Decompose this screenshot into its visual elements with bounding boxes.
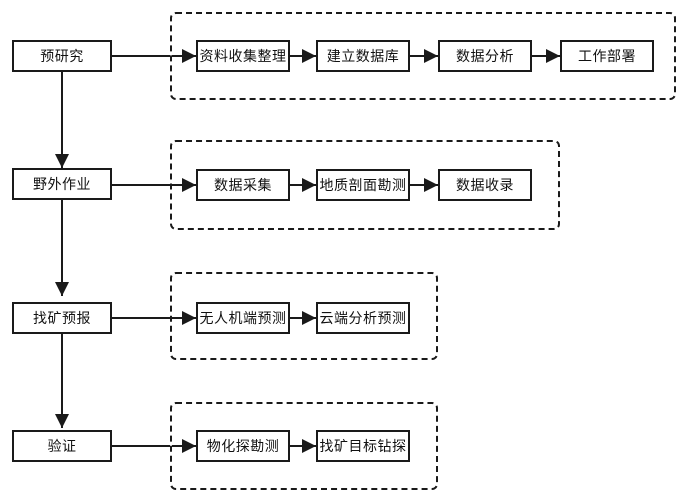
step-build-database: 建立数据库 xyxy=(316,40,410,72)
group-prestudy xyxy=(170,12,676,100)
step-cloud-prediction: 云端分析预测 xyxy=(316,302,410,334)
stage-box-forecast: 找矿预报 xyxy=(12,302,112,334)
step-data-collection: 资料收集整理 xyxy=(196,40,290,72)
group-forecast xyxy=(170,272,438,360)
step-geologic-profiling: 地质剖面勘测 xyxy=(316,169,410,201)
step-geophysical-survey: 物化探勘测 xyxy=(196,430,290,462)
step-target-drilling: 找矿目标钻探 xyxy=(316,430,410,462)
group-fieldwork xyxy=(170,140,560,230)
step-data-analysis: 数据分析 xyxy=(438,40,532,72)
stage-box-fieldwork: 野外作业 xyxy=(12,168,112,200)
step-data-gathering: 数据采集 xyxy=(196,169,290,201)
stage-box-prestudy: 预研究 xyxy=(12,40,112,72)
group-verify xyxy=(170,402,438,490)
step-drone-prediction: 无人机端预测 xyxy=(196,302,290,334)
step-data-recording: 数据收录 xyxy=(438,169,532,201)
step-work-deployment: 工作部署 xyxy=(560,40,654,72)
stage-box-verify: 验证 xyxy=(12,430,112,462)
